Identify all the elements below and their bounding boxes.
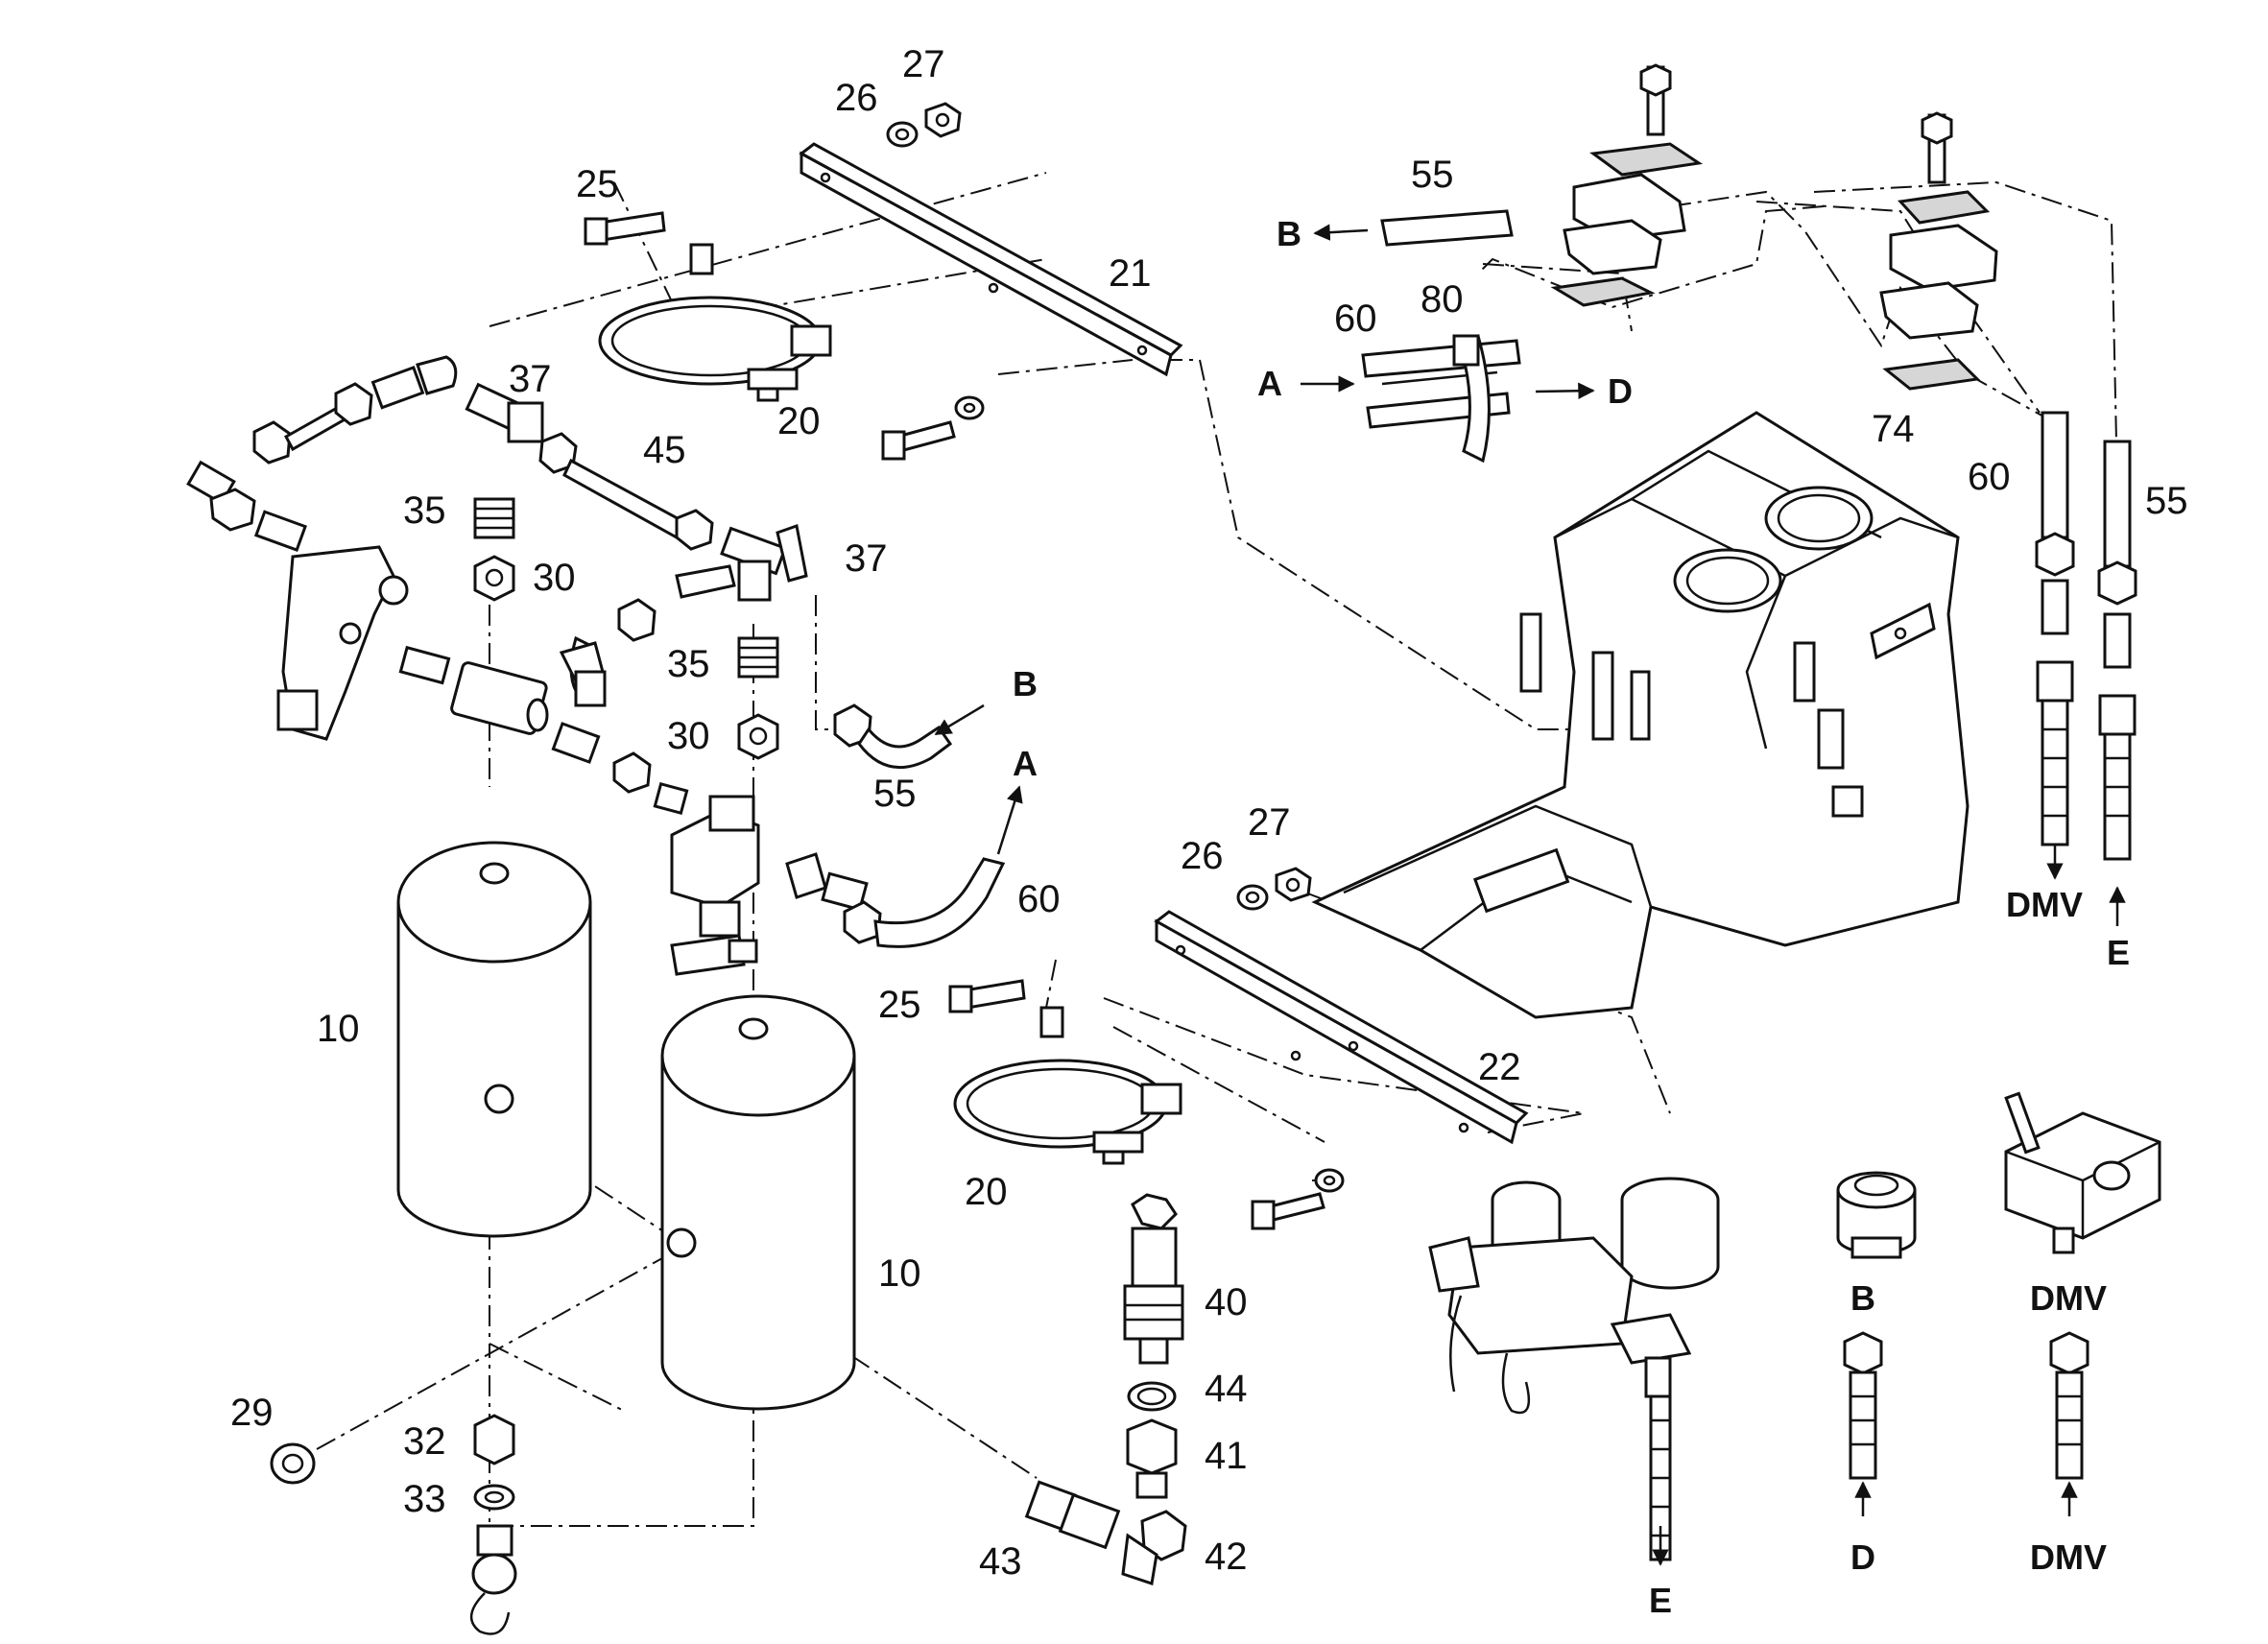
washer-44 <box>1127 1381 1177 1412</box>
mounting-frame <box>1311 411 1970 1019</box>
callout-20-bottom: 20 <box>965 1171 1008 1213</box>
callout-26-top: 26 <box>835 77 878 119</box>
dmv-hose <box>2049 1331 2089 1480</box>
callout-55-top: 55 <box>1411 154 1454 196</box>
drain-ring-valve <box>470 1524 517 1635</box>
pipe-60-right <box>2035 411 2075 846</box>
callout-35-top: 35 <box>403 489 446 532</box>
callout-22: 22 <box>1478 1046 1521 1088</box>
bracket-22 <box>1154 910 1529 1145</box>
connector-a-top: A <box>1257 364 1282 403</box>
drain-valve-40 <box>1123 1193 1184 1365</box>
callout-30-top: 30 <box>533 557 576 599</box>
washer-33 <box>473 1484 515 1511</box>
callout-41: 41 <box>1205 1435 1248 1477</box>
connector-d-top: D <box>1608 371 1633 411</box>
callout-20-top: 20 <box>777 400 821 442</box>
callout-30-lower: 30 <box>667 715 710 757</box>
callout-27-top: 27 <box>902 43 945 85</box>
callout-40: 40 <box>1205 1281 1248 1323</box>
callout-55-hose: 55 <box>873 773 917 815</box>
brake-valve-assembly <box>1428 1177 1720 1561</box>
callout-27-bottom: 27 <box>1248 801 1291 844</box>
pipe-60-top <box>1361 339 1521 429</box>
hose-60 <box>785 852 1006 948</box>
washer-26-bottom <box>1236 884 1269 911</box>
bolts-top-right <box>1639 63 1953 184</box>
pressure-gauge <box>1836 1171 1917 1259</box>
connector-a-hose: A <box>1013 744 1038 783</box>
piping-cluster <box>186 355 808 976</box>
callout-26-bottom: 26 <box>1181 835 1224 877</box>
bolt-washer-bottom <box>1251 1168 1345 1230</box>
callout-21: 21 <box>1109 252 1152 295</box>
drain-32 <box>473 1414 515 1465</box>
fitting-41 <box>1126 1418 1178 1499</box>
callout-42: 42 <box>1205 1536 1248 1578</box>
callout-10-right: 10 <box>878 1252 921 1295</box>
hose-55 <box>833 703 953 770</box>
callout-33: 33 <box>403 1478 446 1520</box>
pipe-55-top <box>1380 209 1514 247</box>
clamp-20-top <box>598 243 832 402</box>
clamp-block-right <box>1879 190 1998 391</box>
callout-25-bottom: 25 <box>878 984 921 1026</box>
bracket-21 <box>799 142 1183 377</box>
connector-e-right: E <box>2107 933 2130 972</box>
nut-27-top <box>924 102 962 138</box>
callout-55-right: 55 <box>2145 480 2188 522</box>
clamp-block-left <box>1550 142 1704 307</box>
fitting-43 <box>1024 1480 1121 1550</box>
plug-29 <box>270 1442 316 1485</box>
pipe-55-right <box>2097 440 2137 861</box>
callout-60-right: 60 <box>1968 456 2011 498</box>
dmv-valve <box>2004 1091 2161 1254</box>
air-tank-10-left <box>396 841 592 1238</box>
cable-tie-80 <box>1452 334 1491 464</box>
bolt-25-top <box>584 211 666 246</box>
callout-37-right: 37 <box>845 537 888 580</box>
callout-60-top: 60 <box>1334 298 1377 340</box>
callout-45: 45 <box>643 429 686 471</box>
callout-37-top: 37 <box>509 358 552 400</box>
connector-dmv-valve: DMV <box>2030 1278 2107 1318</box>
air-tank-10-right <box>660 994 856 1411</box>
connector-arrows <box>934 224 2126 1566</box>
connector-dmv-bottom: DMV <box>2030 1537 2107 1577</box>
callout-10-left: 10 <box>317 1008 360 1050</box>
connector-b-top: B <box>1277 214 1301 253</box>
connector-b-gauge: B <box>1850 1278 1875 1318</box>
nut-27-bottom <box>1275 867 1312 902</box>
washer-26-top <box>886 121 919 148</box>
connector-labels: B A D B A DMV E B DMV E D DMV <box>1013 214 2130 1620</box>
bolt-washer-top <box>881 395 985 461</box>
clamp-20-bottom <box>953 1006 1182 1165</box>
gauge-hose <box>1843 1331 1883 1480</box>
callout-35-lower: 35 <box>667 643 710 685</box>
connector-dmv-right: DMV <box>2006 885 2083 924</box>
callout-labels: 27 26 25 21 20 37 45 35 30 37 35 30 55 6… <box>230 43 2188 1583</box>
callout-43: 43 <box>979 1540 1022 1583</box>
bolt-25-bottom <box>948 979 1026 1013</box>
callout-32: 32 <box>403 1420 446 1463</box>
callout-60-hose: 60 <box>1017 878 1061 920</box>
callout-74: 74 <box>1872 408 1915 450</box>
elbow-42 <box>1121 1510 1187 1585</box>
connector-d-bottom: D <box>1850 1537 1875 1577</box>
callout-25-top: 25 <box>576 163 619 205</box>
callout-29: 29 <box>230 1392 274 1434</box>
callout-80: 80 <box>1420 278 1464 321</box>
connector-b-hose: B <box>1013 664 1038 703</box>
callout-44: 44 <box>1205 1368 1248 1410</box>
connector-e-bottom: E <box>1649 1581 1672 1620</box>
